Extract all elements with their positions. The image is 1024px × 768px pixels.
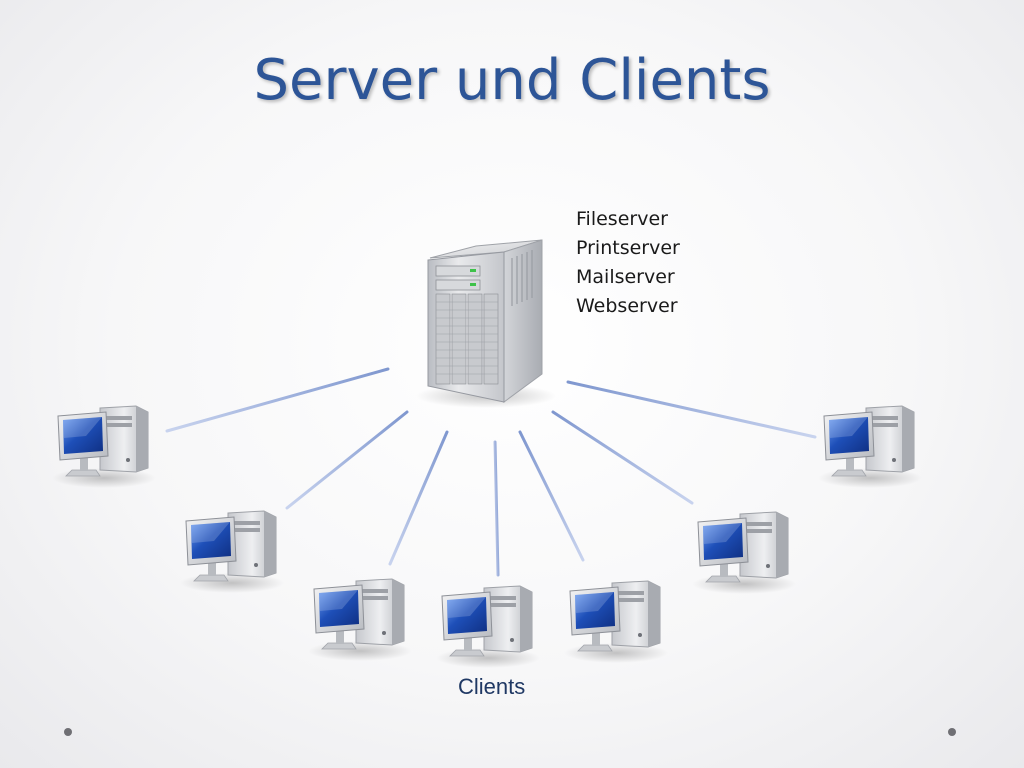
server-role: Mailserver xyxy=(576,266,675,288)
corner-dot-left xyxy=(64,728,72,736)
server-role: Printserver xyxy=(576,237,680,259)
desktop-computer-icon xyxy=(435,585,541,669)
desktop-computer-icon xyxy=(307,578,413,662)
connection-line xyxy=(493,440,500,577)
server-roles-list: Fileserver Printserver Mailserver Webser… xyxy=(576,205,680,321)
corner-dot-right xyxy=(948,728,956,736)
desktop-computer-icon xyxy=(817,405,923,489)
connection-line xyxy=(388,430,449,566)
connection-line xyxy=(518,430,585,562)
server-role: Fileserver xyxy=(576,208,668,230)
server-tower-icon xyxy=(416,239,556,408)
connection-line xyxy=(551,410,694,505)
slide-title: Server und Clients xyxy=(253,48,771,113)
connection-line xyxy=(165,367,390,433)
clients-group xyxy=(51,405,923,669)
desktop-computer-icon xyxy=(179,510,285,594)
connection-line xyxy=(285,410,409,510)
server-role: Webserver xyxy=(576,295,678,317)
connection-lines xyxy=(165,367,817,577)
desktop-computer-icon xyxy=(691,511,797,595)
clients-label: Clients xyxy=(458,674,526,699)
connection-line xyxy=(566,380,817,439)
desktop-computer-icon xyxy=(51,405,157,489)
desktop-computer-icon xyxy=(563,580,669,664)
